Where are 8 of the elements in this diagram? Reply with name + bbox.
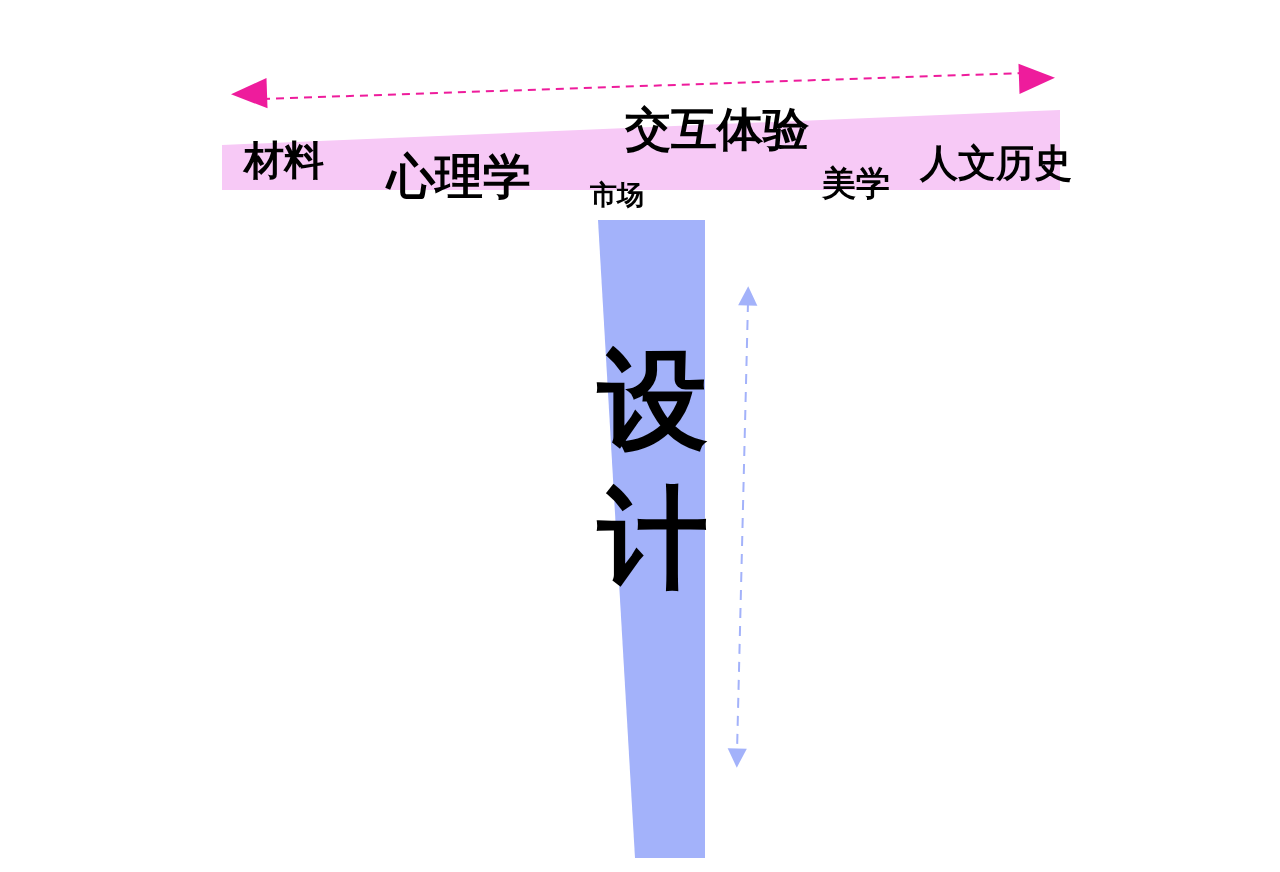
main-title: 设计 bbox=[598, 335, 708, 604]
topic-label: 材料 bbox=[244, 138, 324, 182]
topic-label: 交互体验 bbox=[625, 104, 809, 155]
topic-label: 心理学 bbox=[387, 150, 531, 203]
vertical-bar bbox=[598, 220, 705, 858]
topic-label: 人文历史 bbox=[920, 143, 1072, 185]
topic-label: 市场 bbox=[590, 180, 644, 210]
topic-label: 美学 bbox=[822, 165, 890, 203]
